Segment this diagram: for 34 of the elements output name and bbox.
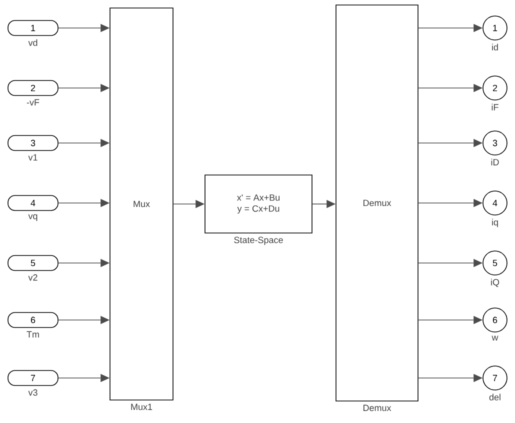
output-port: 6: [482, 308, 508, 332]
block-label: iQ: [491, 278, 500, 287]
block-box: Demux: [336, 4, 418, 402]
output-port: 2: [482, 76, 508, 100]
block-label: w: [492, 336, 498, 341]
block-label: iD: [491, 158, 499, 166]
output-port: 1: [482, 16, 508, 40]
block-label: v1: [28, 154, 38, 160]
input-port: 5: [8, 255, 58, 271]
output-port: 5: [482, 250, 508, 276]
block-label: iq: [492, 218, 498, 228]
block-label: Mux1: [131, 404, 152, 410]
block-label: id: [492, 44, 498, 50]
block-label: v3: [28, 389, 38, 396]
block-label: vd: [28, 39, 38, 46]
output-port: 4: [482, 190, 508, 216]
input-port: 7: [8, 370, 58, 386]
input-port: 3: [8, 135, 58, 151]
input-port: 2: [8, 80, 58, 96]
state-space-block: x' = Ax+Bu y = Cx+Du: [204, 174, 312, 234]
output-port: 7: [482, 366, 508, 390]
block-label: vq: [28, 214, 38, 221]
input-port: 6: [8, 312, 58, 328]
input-port: 1: [8, 20, 58, 36]
block-label: v2: [28, 274, 38, 281]
block-label: -vF: [26, 99, 40, 106]
block-label: State-Space: [234, 236, 283, 245]
block-box: Mux: [110, 8, 174, 400]
block-label: del: [489, 394, 500, 400]
block-label: Demux: [363, 404, 392, 412]
output-port: 3: [482, 130, 508, 156]
block-label: Tm: [26, 331, 39, 338]
input-port: 4: [8, 195, 58, 211]
block-label: iF: [492, 104, 498, 110]
